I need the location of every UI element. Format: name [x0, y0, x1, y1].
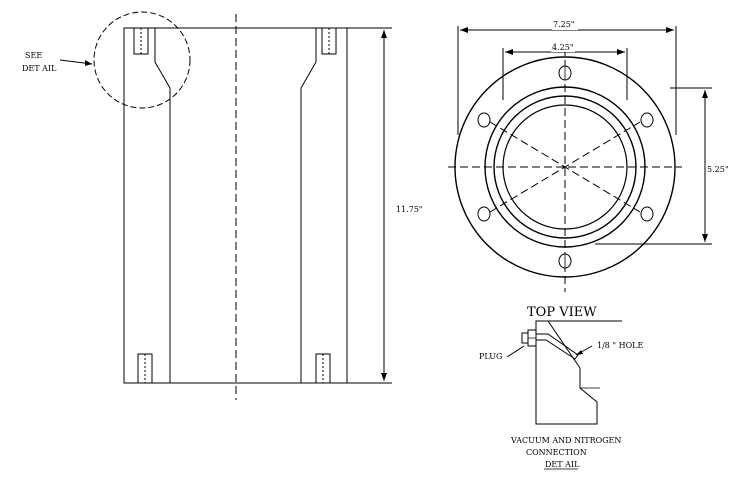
- inner-width-label: 4.25": [552, 43, 574, 52]
- detail-section: [535, 320, 598, 425]
- right-wall-section: [300, 27, 348, 384]
- see-detail-label-2: DET AIL: [22, 64, 57, 73]
- side-dimension-label: 5.25": [707, 165, 729, 174]
- detail-caption-3: DET AIL: [545, 460, 580, 469]
- plug-label: PLUG: [479, 352, 502, 361]
- bolt-hole-lower-left: [477, 206, 491, 222]
- side-dimension: 5.25": [595, 87, 734, 245]
- outer-width-dimension: 7.25": [457, 18, 677, 135]
- outer-width-label: 7.25": [553, 20, 575, 29]
- left-wall-section: [123, 27, 171, 384]
- top-view: 7.25" 4.25" 5.25" TOP VIEW: [448, 18, 734, 320]
- height-dimension: 11.75": [347, 27, 427, 384]
- detail-caption-1: VACUUM AND NITROGEN: [510, 436, 621, 445]
- bolt-hole-upper-right: [640, 112, 654, 128]
- detail-caption-2: CONNECTION: [526, 448, 587, 457]
- top-view-title: TOP VIEW: [527, 305, 597, 320]
- detail-circle: [93, 11, 191, 109]
- inner-width-dimension: 4.25": [502, 41, 628, 100]
- bolt-hole-lower-right: [640, 206, 654, 222]
- hole-label: 1/8 " HOLE: [597, 341, 643, 350]
- connection-detail: PLUG 1/8 " HOLE VACUUM AND NITROGEN CONN…: [479, 320, 643, 470]
- section-view: SEE DET AIL 11.75": [22, 11, 427, 400]
- height-dimension-label: 11.75": [396, 205, 423, 214]
- bolt-hole-upper-left: [477, 112, 491, 128]
- see-detail-label-1: SEE: [25, 51, 42, 60]
